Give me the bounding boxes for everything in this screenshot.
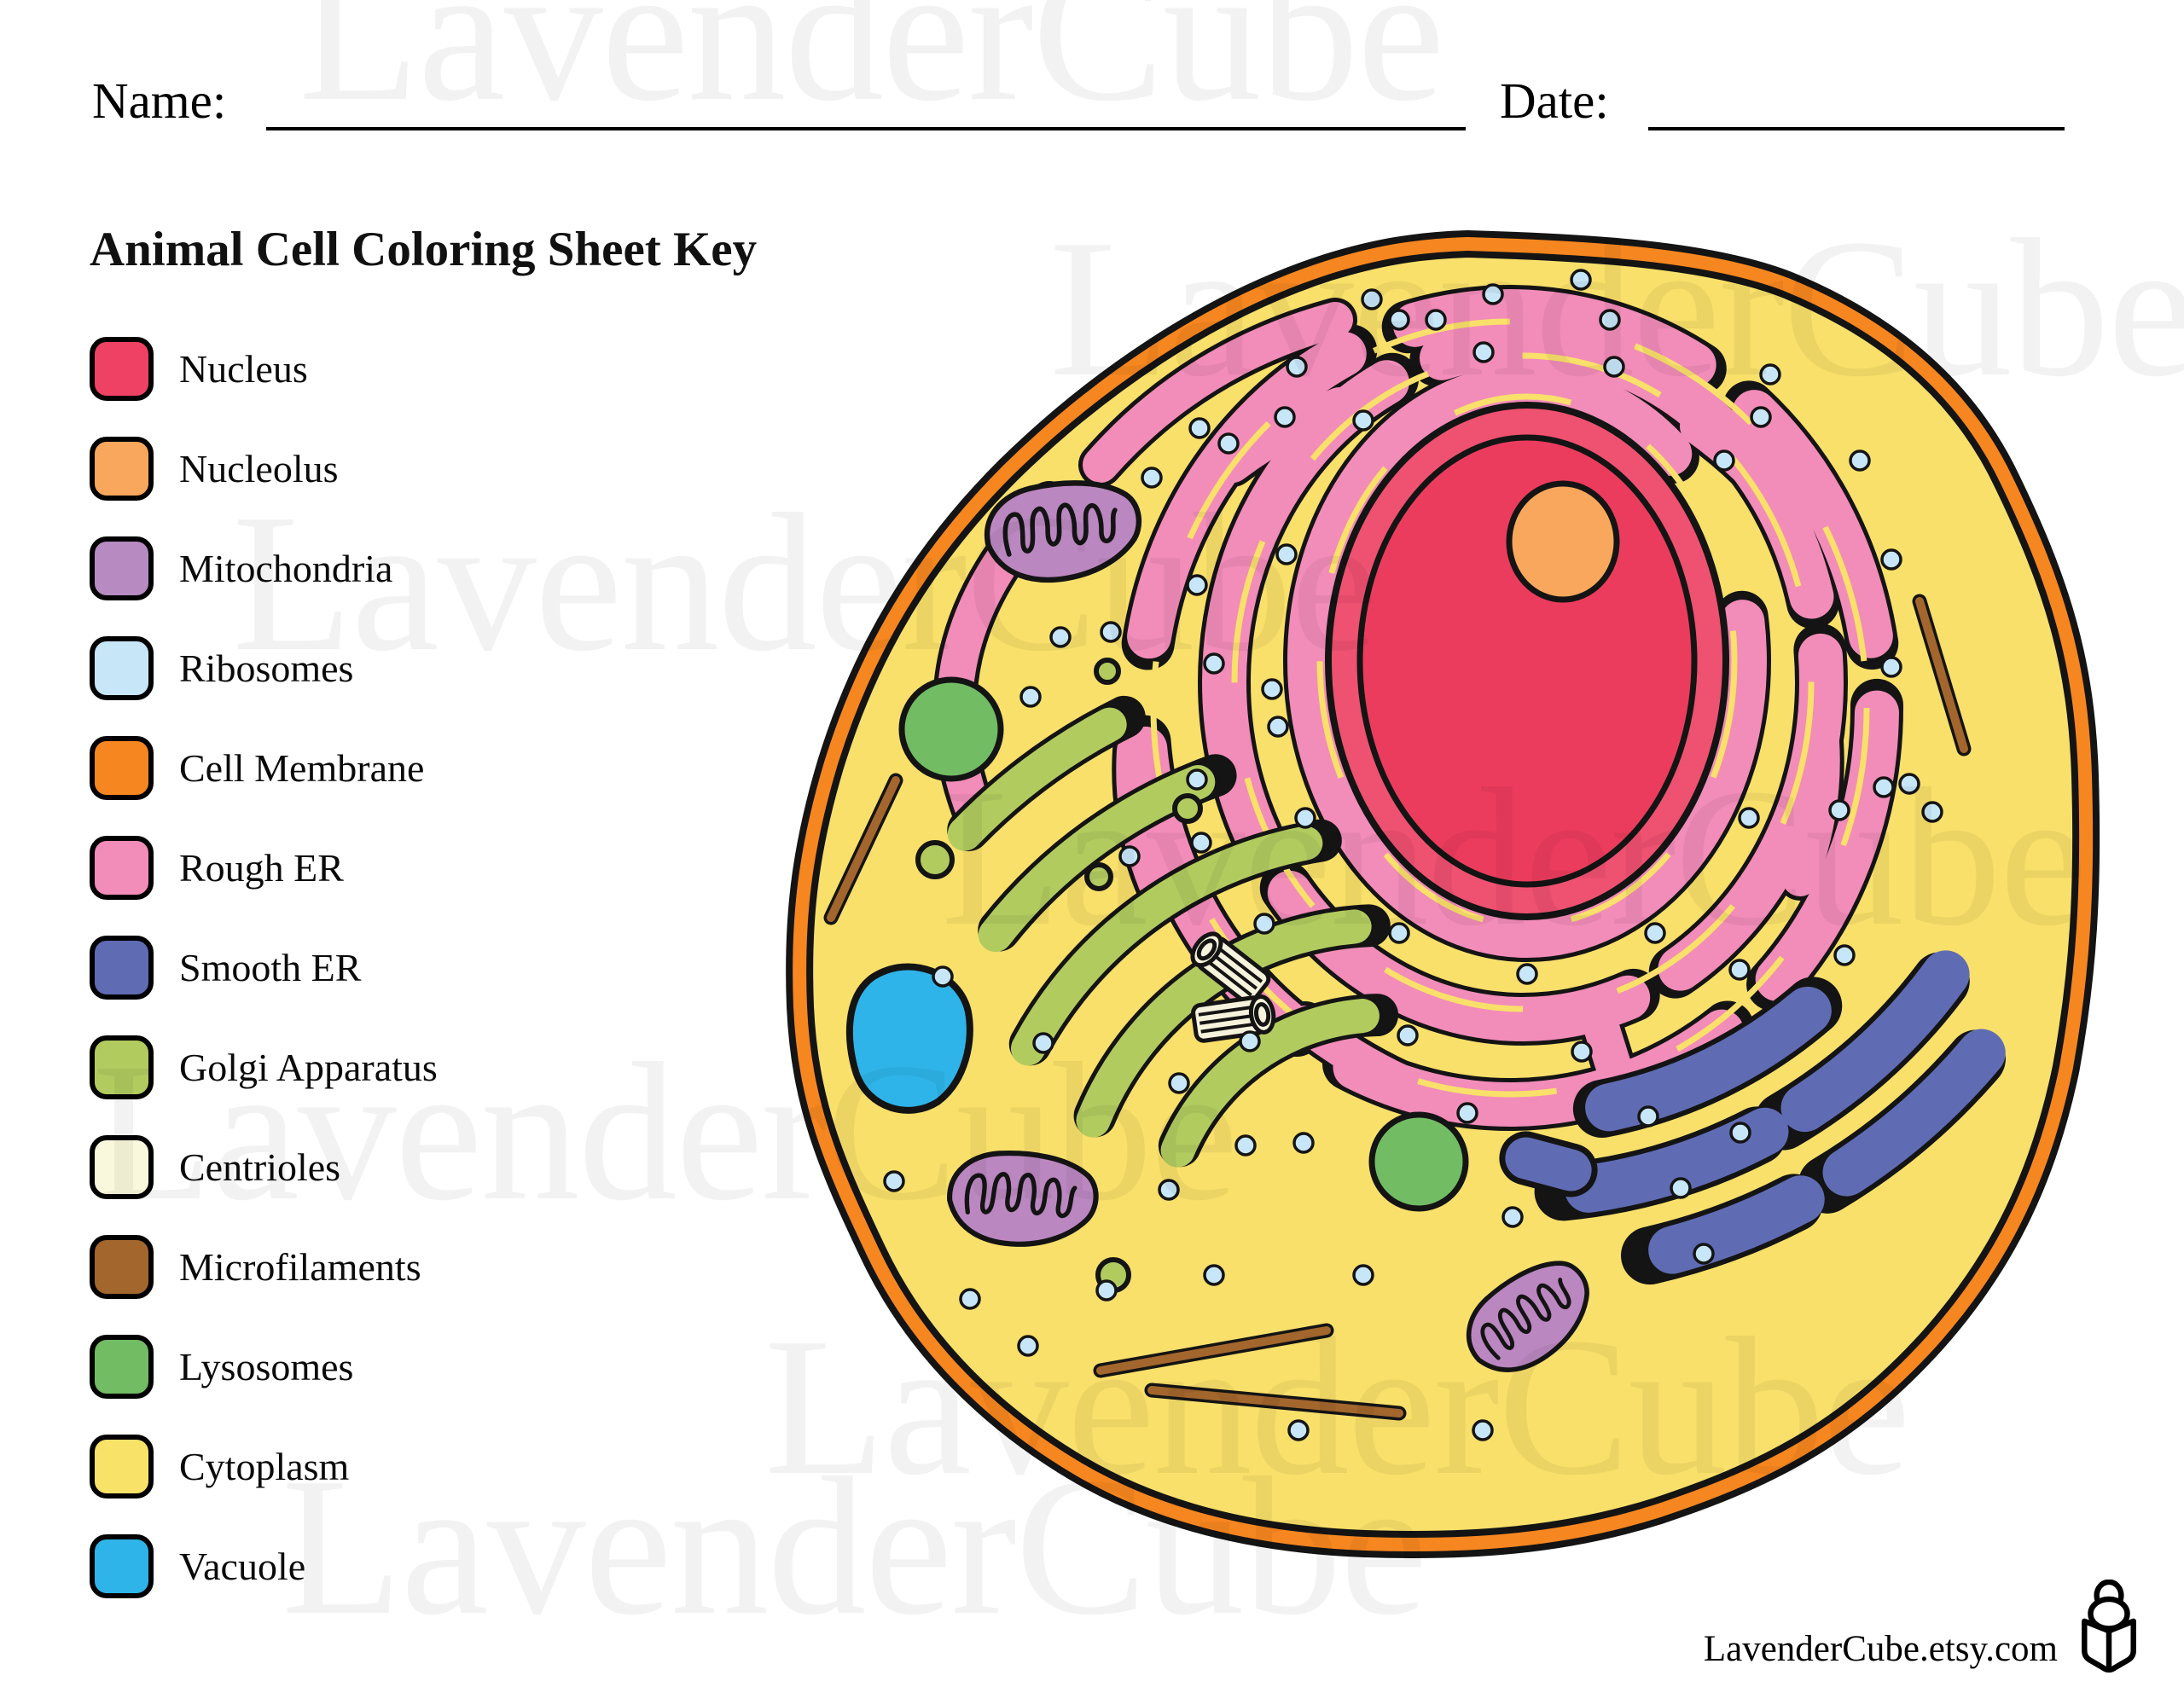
legend-label: Nucleus (179, 347, 308, 391)
golgi-vesicle (915, 840, 955, 879)
name-label: Name: (92, 72, 227, 129)
page-title: Animal Cell Coloring Sheet Key (90, 223, 758, 277)
footer: LavenderCube.etsy.com (1704, 1580, 2148, 1675)
vacuole-swatch (90, 1534, 154, 1598)
golgi-vesicle (1084, 862, 1113, 891)
legend-label: Ribosomes (179, 646, 354, 690)
date-label: Date: (1500, 72, 1609, 129)
microfilaments (823, 594, 1972, 1421)
legend-item-rough-er: Rough ER (90, 836, 438, 900)
legend-item-vacuole: Vacuole (90, 1534, 438, 1598)
golgi-swatch (90, 1035, 154, 1099)
nucleus-swatch (90, 337, 154, 401)
legend-item-ribosomes: Ribosomes (90, 636, 438, 700)
legend-item-cell-membrane: Cell Membrane (90, 736, 438, 800)
lavendercube-logo-icon (2082, 1580, 2136, 1673)
name-line (266, 126, 1466, 130)
ribosomes-swatch (90, 636, 154, 700)
legend-item-golgi: Golgi Apparatus (90, 1035, 438, 1099)
rough-er-swatch (90, 836, 154, 900)
lysosome (898, 676, 1004, 782)
microfilaments-swatch (90, 1235, 154, 1299)
ribosomes (883, 269, 1943, 1441)
smooth-er (875, 254, 2077, 1300)
legend-item-centrioles: Centrioles (90, 1135, 438, 1199)
legend-label: Golgi Apparatus (179, 1046, 438, 1089)
mitochondria-swatch (90, 536, 154, 600)
legend-item-mitochondria: Mitochondria (90, 536, 438, 600)
golgi-vesicle (1172, 793, 1203, 824)
legend-label: Cytoplasm (179, 1445, 350, 1488)
legend-item-nucleus: Nucleus (90, 337, 438, 401)
animal-cell-diagram (768, 205, 2184, 1687)
date-line (1648, 126, 2065, 130)
legend-item-lysosomes: Lysosomes (90, 1335, 438, 1399)
legend-label: Vacuole (179, 1545, 306, 1588)
legend-label: Cell Membrane (179, 746, 425, 790)
legend-item-nucleolus: Nucleolus (90, 437, 438, 501)
legend-label: Mitochondria (179, 547, 393, 590)
legend-label: Microfilaments (179, 1245, 421, 1289)
golgi-vesicle (1094, 658, 1121, 685)
nucleolus-swatch (90, 437, 154, 501)
nucleolus (1506, 480, 1620, 603)
nucleus (1325, 402, 1729, 920)
legend-label: Nucleolus (179, 447, 339, 490)
lysosomes-swatch (90, 1335, 154, 1399)
color-key-legend: Nucleus Nucleolus Mitochondria Ribosomes… (90, 337, 438, 1634)
legend-label: Smooth ER (179, 946, 362, 989)
watermark-text: LavenderCube (299, 0, 1445, 142)
footer-site-url: LavenderCube.etsy.com (1703, 1629, 2058, 1669)
cell-membrane-swatch (90, 736, 154, 800)
legend-item-smooth-er: Smooth ER (90, 936, 438, 1000)
legend-label: Rough ER (179, 846, 344, 890)
lysosome (1368, 1111, 1469, 1212)
golgi-apparatus (810, 635, 1984, 1535)
legend-label: Centrioles (179, 1145, 341, 1189)
legend-label: Lysosomes (179, 1345, 354, 1388)
legend-item-microfilaments: Microfilaments (90, 1235, 438, 1299)
centrioles-swatch (90, 1135, 154, 1199)
rough-er (932, 285, 1903, 1131)
legend-item-cytoplasm: Cytoplasm (90, 1435, 438, 1499)
smooth-er-swatch (90, 936, 154, 1000)
cytoplasm-swatch (90, 1435, 154, 1499)
